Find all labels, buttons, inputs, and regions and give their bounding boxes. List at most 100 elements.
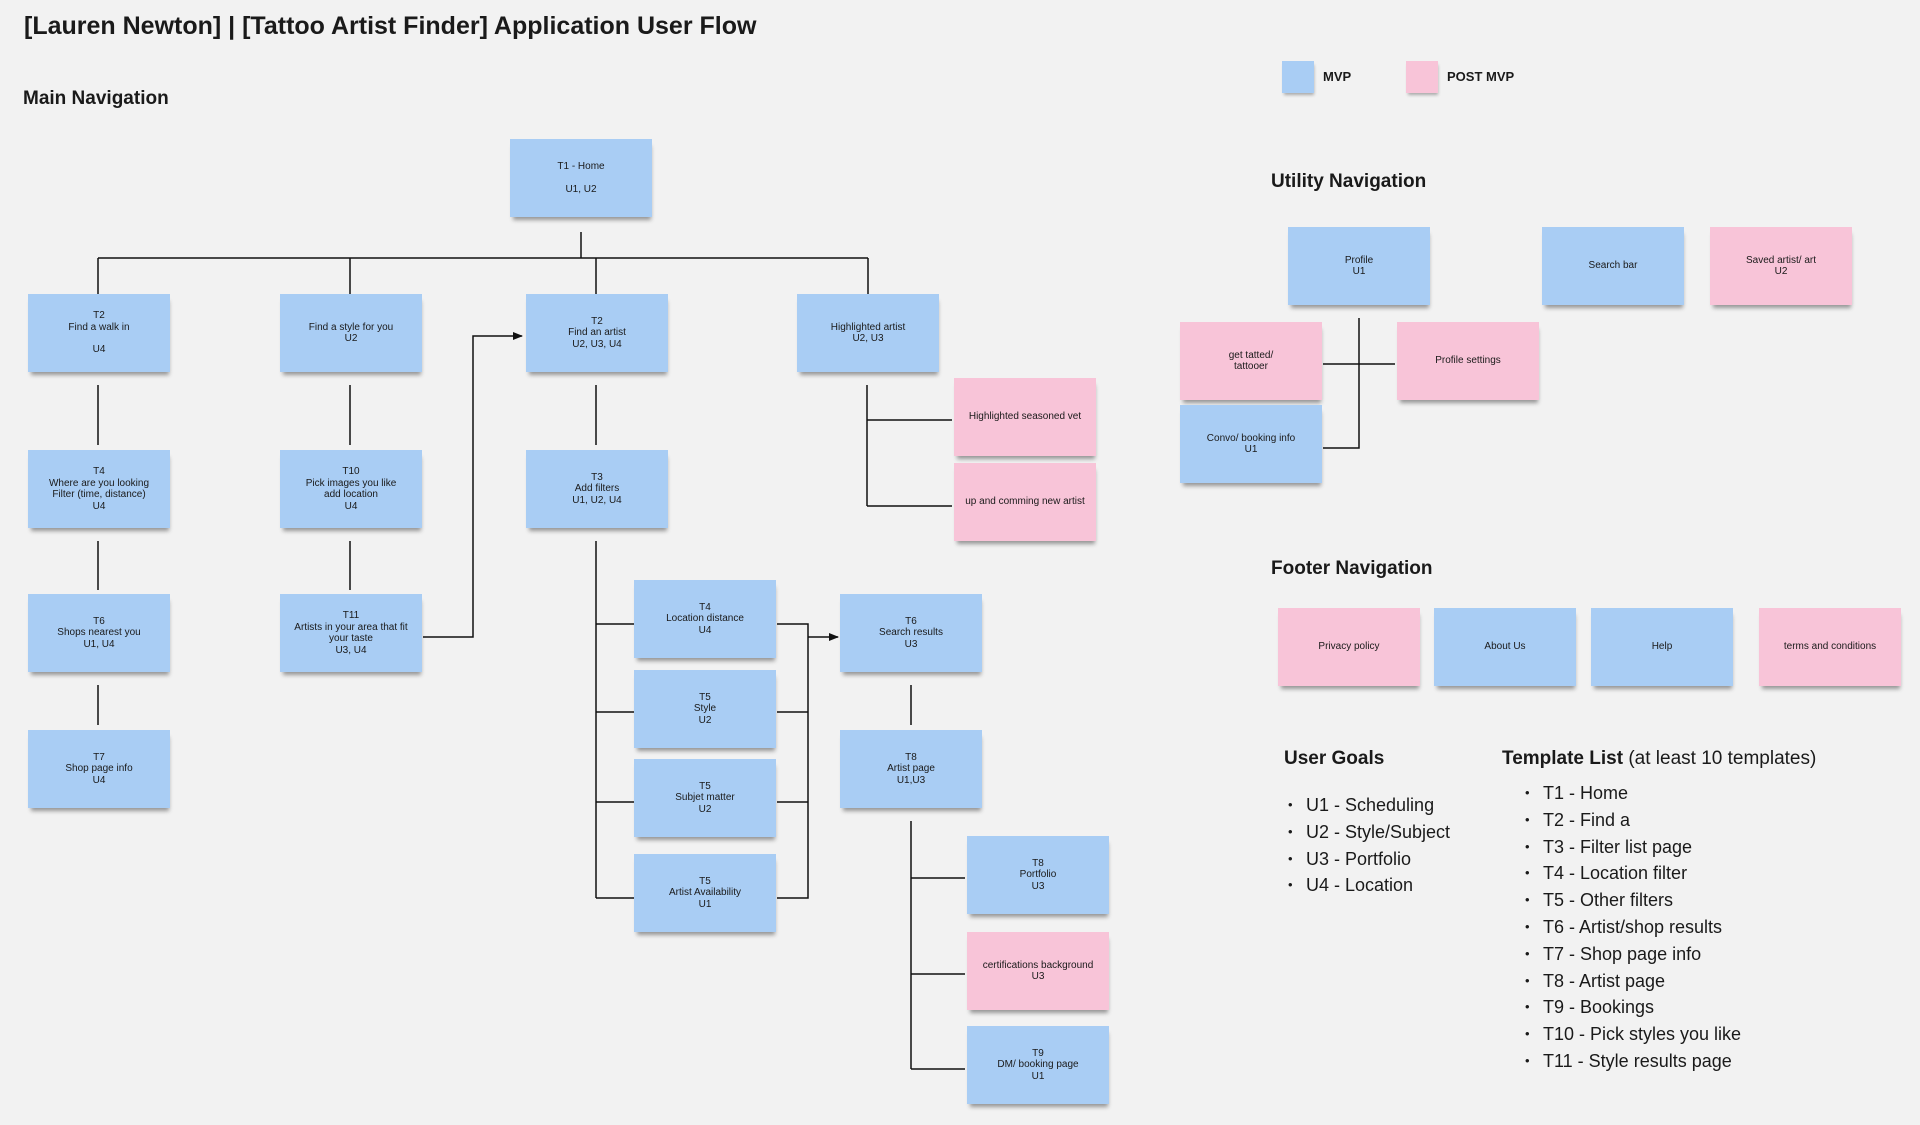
note-line: T5 (699, 780, 711, 792)
section-utility-navigation: Utility Navigation (1271, 171, 1427, 192)
note-line: Search results (879, 627, 943, 639)
legend-mvp-label: MVP (1323, 69, 1352, 84)
note-line: your taste (329, 633, 373, 644)
list-item: T10 - Pick styles you like (1525, 1021, 1741, 1048)
note-line: Add filters (574, 483, 620, 495)
user-goals-list: U1 - SchedulingU2 - Style/SubjectU3 - Po… (1288, 792, 1450, 899)
note-line: T5 (699, 691, 711, 703)
note-line: U3 (1031, 971, 1045, 982)
template-list-subtitle: (at least 10 templates) (1628, 748, 1817, 769)
note-line: Highlighted artist (830, 321, 906, 333)
note-line: U2 (344, 333, 358, 344)
legend-post-mvp-label: POST MVP (1447, 69, 1515, 84)
note-line: T2 (591, 315, 603, 327)
user-goals-title: User Goals (1284, 748, 1385, 769)
template-list-heading: Template List (1502, 748, 1624, 769)
section-footer-navigation: Footer Navigation (1271, 558, 1433, 579)
note-line: T1 - Home (557, 161, 605, 172)
note-line: Saved artist/ art (1745, 254, 1817, 266)
note-line: T6 (93, 615, 105, 627)
note-line: T5 (699, 875, 711, 887)
list-item: T3 - Filter list page (1525, 834, 1741, 861)
list-item: T8 - Artist page (1525, 968, 1741, 995)
note-line: DM/ booking page (997, 1059, 1079, 1071)
note-line: T2 (93, 310, 105, 322)
note-line: add location (324, 489, 378, 500)
list-item: U2 - Style/Subject (1288, 819, 1450, 846)
list-item: T5 - Other filters (1525, 887, 1741, 914)
note-line: Shop page info (65, 763, 133, 775)
note-line: U1 (1031, 1070, 1045, 1082)
template-list-title: Template List (at least 10 templates) (1502, 748, 1816, 770)
note-line: U1,U3 (896, 774, 926, 786)
note-line: U4 (698, 624, 712, 636)
list-item: T6 - Artist/shop results (1525, 914, 1741, 941)
note-line: Filter (time, distance) (52, 489, 146, 500)
note-line: U3 (904, 638, 918, 650)
page-title: [Lauren Newton] | [Tattoo Artist Finder]… (24, 12, 757, 40)
note-line: Where are you looking (48, 477, 150, 489)
note-line: U1 (698, 898, 712, 910)
note-line: U2 (1774, 266, 1788, 277)
note-line: tattooer (1234, 361, 1268, 372)
connector (423, 332, 523, 638)
note-line: Find a walk in (68, 321, 130, 333)
note-about-us: About Us (1434, 608, 1576, 686)
note-line: T3 (591, 471, 603, 483)
note-line: T4 (93, 466, 105, 477)
note-line: U1, U2, U4 (572, 494, 622, 506)
legend-mvp-swatch (1282, 61, 1314, 93)
list-item: U4 - Location (1288, 872, 1450, 899)
note-line: Convo/ booking info (1206, 432, 1296, 444)
note-line: U1 (1352, 266, 1366, 277)
note-line: Profile settings (1435, 355, 1501, 367)
connector (1323, 318, 1360, 449)
note-line: About Us (1484, 641, 1526, 653)
note-line: Help (1651, 641, 1673, 653)
note-line: U3, U4 (335, 644, 367, 656)
note-line: up and comming new artist (965, 496, 1085, 508)
note-line: Subjet matter (675, 792, 735, 804)
note-line: U4 (92, 344, 106, 356)
note-line: Profile (1344, 254, 1374, 266)
note-line: Find a style for you (308, 321, 394, 333)
note-line: U2, U3, U4 (572, 338, 622, 350)
note-new-artist: up and comming new artist (954, 463, 1096, 541)
list-item: T9 - Bookings (1525, 994, 1741, 1021)
note-line: certifications background (982, 959, 1094, 971)
note-line: Artist page (887, 763, 935, 775)
note-line: U1 (1244, 444, 1258, 455)
note-terms-conditions: terms and conditions (1759, 608, 1901, 686)
note-line: T8 (1032, 857, 1044, 869)
note-line: T6 (905, 615, 917, 627)
note-line: Privacy policy (1318, 641, 1380, 653)
note-line: Highlighted seasoned vet (968, 411, 1082, 423)
list-item: U3 - Portfolio (1288, 846, 1450, 873)
template-list: T1 - HomeT2 - Find aT3 - Filter list pag… (1525, 780, 1741, 1075)
note-line: Location distance (666, 613, 744, 625)
note-line: get tatted/ (1228, 349, 1274, 361)
note-line: U3 (1031, 880, 1045, 892)
note-search-bar: Search bar (1542, 227, 1684, 305)
note-line: Portfolio (1019, 869, 1057, 881)
note-line: T10 (342, 466, 360, 477)
note-line: U2 (698, 714, 712, 726)
note-line: Artist Availability (668, 887, 742, 899)
note-line: terms and conditions (1783, 641, 1877, 653)
